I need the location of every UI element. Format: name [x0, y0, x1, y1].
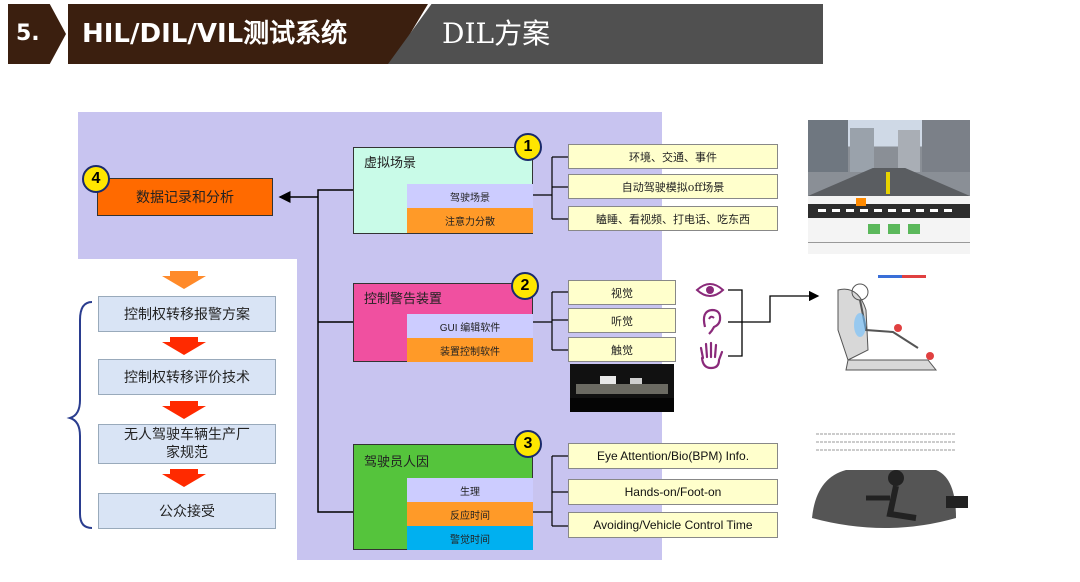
lane-diagram-image [808, 196, 970, 254]
ear-icon [702, 308, 722, 335]
module-3-sub-2: 反应时间 [407, 502, 533, 526]
module-3-title: 驾驶员人因 [364, 455, 430, 470]
badge-3: 3 [514, 430, 542, 458]
module-3-sub-3: 警觉时间 [407, 526, 533, 550]
flow-arrows [162, 271, 206, 487]
option-3-3: Avoiding/Vehicle Control Time [568, 512, 778, 538]
option-2-1: 视觉 [568, 280, 676, 305]
badge-1: 1 [514, 133, 542, 161]
process-step-3: 无人驾驶车辆生产厂家规范 [98, 424, 276, 464]
module-2-title: 控制警告装置 [364, 292, 443, 307]
section-title: HIL/DIL/VIL测试系统 [68, 4, 428, 64]
option-2-3: 触觉 [568, 337, 676, 362]
module-1-sub-1: 驾驶场景 [407, 184, 533, 208]
simulator-screen-photo [570, 364, 674, 412]
virtual-street-scene-image [808, 120, 970, 196]
module-2-sub-2: 装置控制软件 [407, 338, 533, 362]
badge-4: 4 [82, 165, 110, 193]
eye-icon [695, 283, 725, 297]
option-3-1: Eye Attention/Bio(BPM) Info. [568, 443, 778, 469]
option-1-1: 环境、交通、事件 [568, 144, 778, 169]
option-2-2: 听觉 [568, 308, 676, 333]
process-step-2: 控制权转移评价技术 [98, 359, 276, 395]
module-1-title: 虚拟场景 [364, 156, 417, 171]
section-subtitle: DIL方案 [388, 4, 823, 64]
process-step-1: 控制权转移报警方案 [98, 296, 276, 332]
option-1-3: 瞌睡、看视频、打电话、吃东西 [568, 206, 778, 231]
option-1-2: 自动驾驶模拟off场景 [568, 174, 778, 199]
data-analysis-box: 数据记录和分析 [97, 178, 273, 216]
option-3-2: Hands-on/Foot-on [568, 479, 778, 505]
process-step-4: 公众接受 [98, 493, 276, 529]
module-3-sub-1: 生理 [407, 478, 533, 502]
badge-2: 2 [511, 272, 539, 300]
module-1-sub-2: 注意力分散 [407, 208, 533, 233]
seat-sensor-diagram [837, 275, 938, 371]
hand-icon [699, 341, 724, 370]
module-2-sub-1: GUI 编辑软件 [407, 314, 533, 338]
driver-monitoring-diagram [812, 433, 968, 528]
